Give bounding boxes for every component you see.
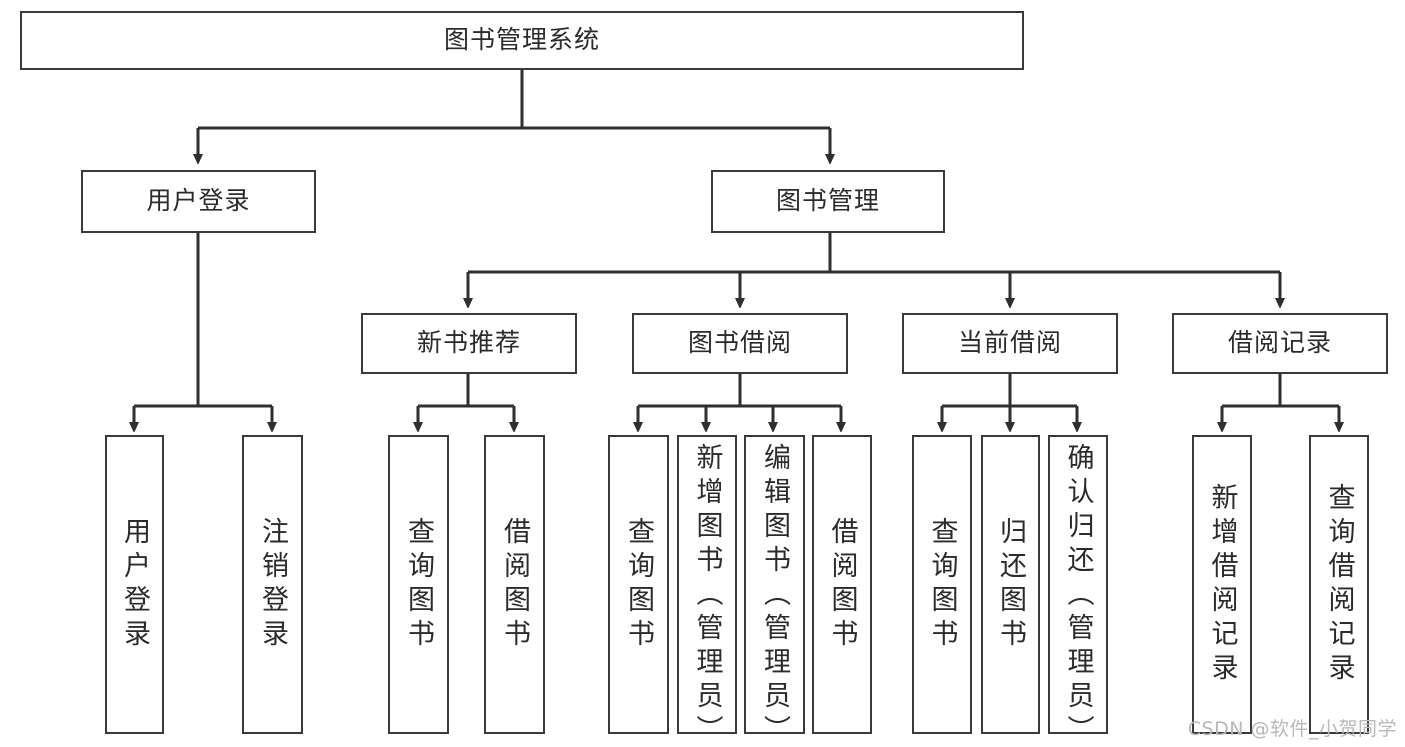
leaf-book-borrow-borrow-books[interactable]: 借阅图书 [812,435,872,734]
node-label: 图书借阅 [687,328,792,358]
leaf-borrow-record-add-record[interactable]: 新增借阅记录 [1192,435,1252,734]
node-root-book-management-system[interactable]: 图书管理系统 [20,11,1024,70]
leaf-user-login-logout[interactable]: 注销登录 [242,435,303,734]
leaf-new-book-query-books[interactable]: 查询图书 [388,435,449,734]
node-label: 当前借阅 [957,328,1062,358]
node-label: 查询图书 [623,516,654,653]
node-label: 编辑图书（管理员） [759,443,790,747]
node-label: 新书推荐 [416,328,521,358]
node-borrow-records[interactable]: 借阅记录 [1172,313,1388,374]
node-label: 确认归还（管理员） [1062,443,1094,747]
leaf-current-borrow-return-books[interactable]: 归还图书 [981,435,1040,734]
node-label: 查询借阅记录 [1323,482,1355,687]
node-label: 新增借阅记录 [1206,482,1238,687]
leaf-borrow-record-query-record[interactable]: 查询借阅记录 [1309,435,1369,734]
node-user-login[interactable]: 用户登录 [81,170,316,233]
leaf-book-borrow-query-books[interactable]: 查询图书 [608,435,669,734]
node-new-book-recommendation[interactable]: 新书推荐 [361,313,577,374]
node-label: 归还图书 [995,516,1026,653]
node-label: 借阅图书 [499,516,530,653]
leaf-current-borrow-query-books[interactable]: 查询图书 [912,435,972,734]
node-label: 图书管理系统 [443,25,600,55]
leaf-current-borrow-confirm-return-admin[interactable]: 确认归还（管理员） [1048,435,1108,747]
node-label: 图书管理 [775,186,880,216]
leaf-book-borrow-edit-book-admin[interactable]: 编辑图书（管理员） [744,435,805,747]
watermark-text: CSDN @软件_小贺同学 [1187,718,1397,740]
node-book-management[interactable]: 图书管理 [711,170,945,233]
node-label: 查询图书 [926,516,958,653]
node-label: 用户登录 [119,516,150,653]
node-current-borrowing[interactable]: 当前借阅 [902,313,1118,374]
leaf-new-book-borrow-books[interactable]: 借阅图书 [484,435,545,734]
leaf-user-login-login[interactable]: 用户登录 [105,435,164,734]
node-label: 借阅记录 [1227,328,1332,358]
node-label: 新增图书（管理员） [691,443,723,747]
leaf-book-borrow-add-book-admin[interactable]: 新增图书（管理员） [677,435,737,747]
node-label: 注销登录 [257,516,288,653]
node-label: 用户登录 [146,186,251,216]
node-label: 查询图书 [403,516,434,653]
node-book-borrowing[interactable]: 图书借阅 [632,313,848,374]
node-label: 借阅图书 [826,516,858,653]
